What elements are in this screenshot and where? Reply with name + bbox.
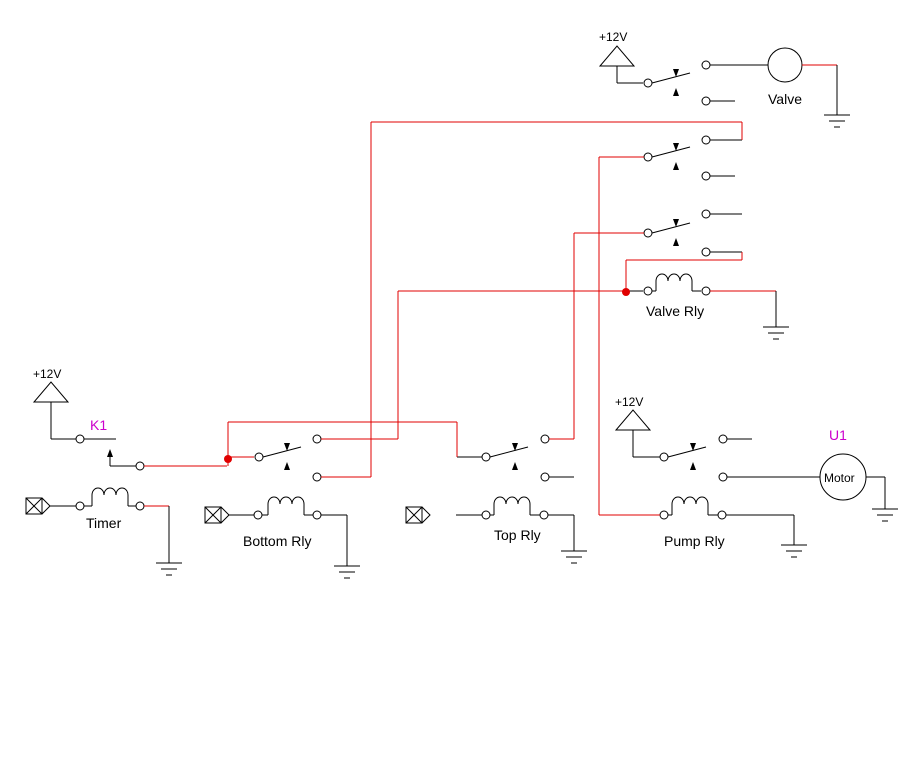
valve-supply: +12V xyxy=(599,30,643,84)
bottom-relay-contact xyxy=(254,434,322,482)
valve-contact xyxy=(643,60,768,106)
motor[interactable]: Motor U1 xyxy=(819,427,899,522)
svg-text:Top Rly: Top Rly xyxy=(494,527,541,543)
bottom-relay-coil: Bottom Rly xyxy=(204,496,361,579)
pump-supply: +12V xyxy=(615,395,660,458)
svg-text:+12V: +12V xyxy=(615,395,643,409)
svg-text:U1: U1 xyxy=(829,427,847,443)
valve-symbol: Valve xyxy=(767,47,851,128)
svg-text:Timer: Timer xyxy=(86,515,122,531)
svg-text:+12V: +12V xyxy=(599,30,627,44)
svg-text:+12V: +12V xyxy=(33,367,61,381)
top-relay-coil: Top Rly xyxy=(405,496,588,564)
top-relay-contact xyxy=(457,434,574,482)
valve-relay-contact-b xyxy=(643,209,742,257)
k1-switch: K1 xyxy=(75,417,227,471)
timer-supply: +12V xyxy=(33,367,76,440)
timer-coil: Timer xyxy=(25,487,183,576)
svg-text:Pump Rly: Pump Rly xyxy=(664,533,725,549)
pump-relay-contact xyxy=(659,434,820,482)
red-wiring xyxy=(224,121,743,516)
pump-relay-coil: Pump Rly xyxy=(659,496,808,558)
svg-text:Motor: Motor xyxy=(824,471,855,485)
valve-relay-coil: Valve Rly xyxy=(626,273,790,340)
svg-text:Bottom Rly: Bottom Rly xyxy=(243,533,311,549)
svg-text:Valve Rly: Valve Rly xyxy=(646,303,704,319)
valve-relay-contact-a xyxy=(643,135,742,181)
svg-text:Valve: Valve xyxy=(768,91,802,107)
svg-text:K1: K1 xyxy=(90,417,107,433)
